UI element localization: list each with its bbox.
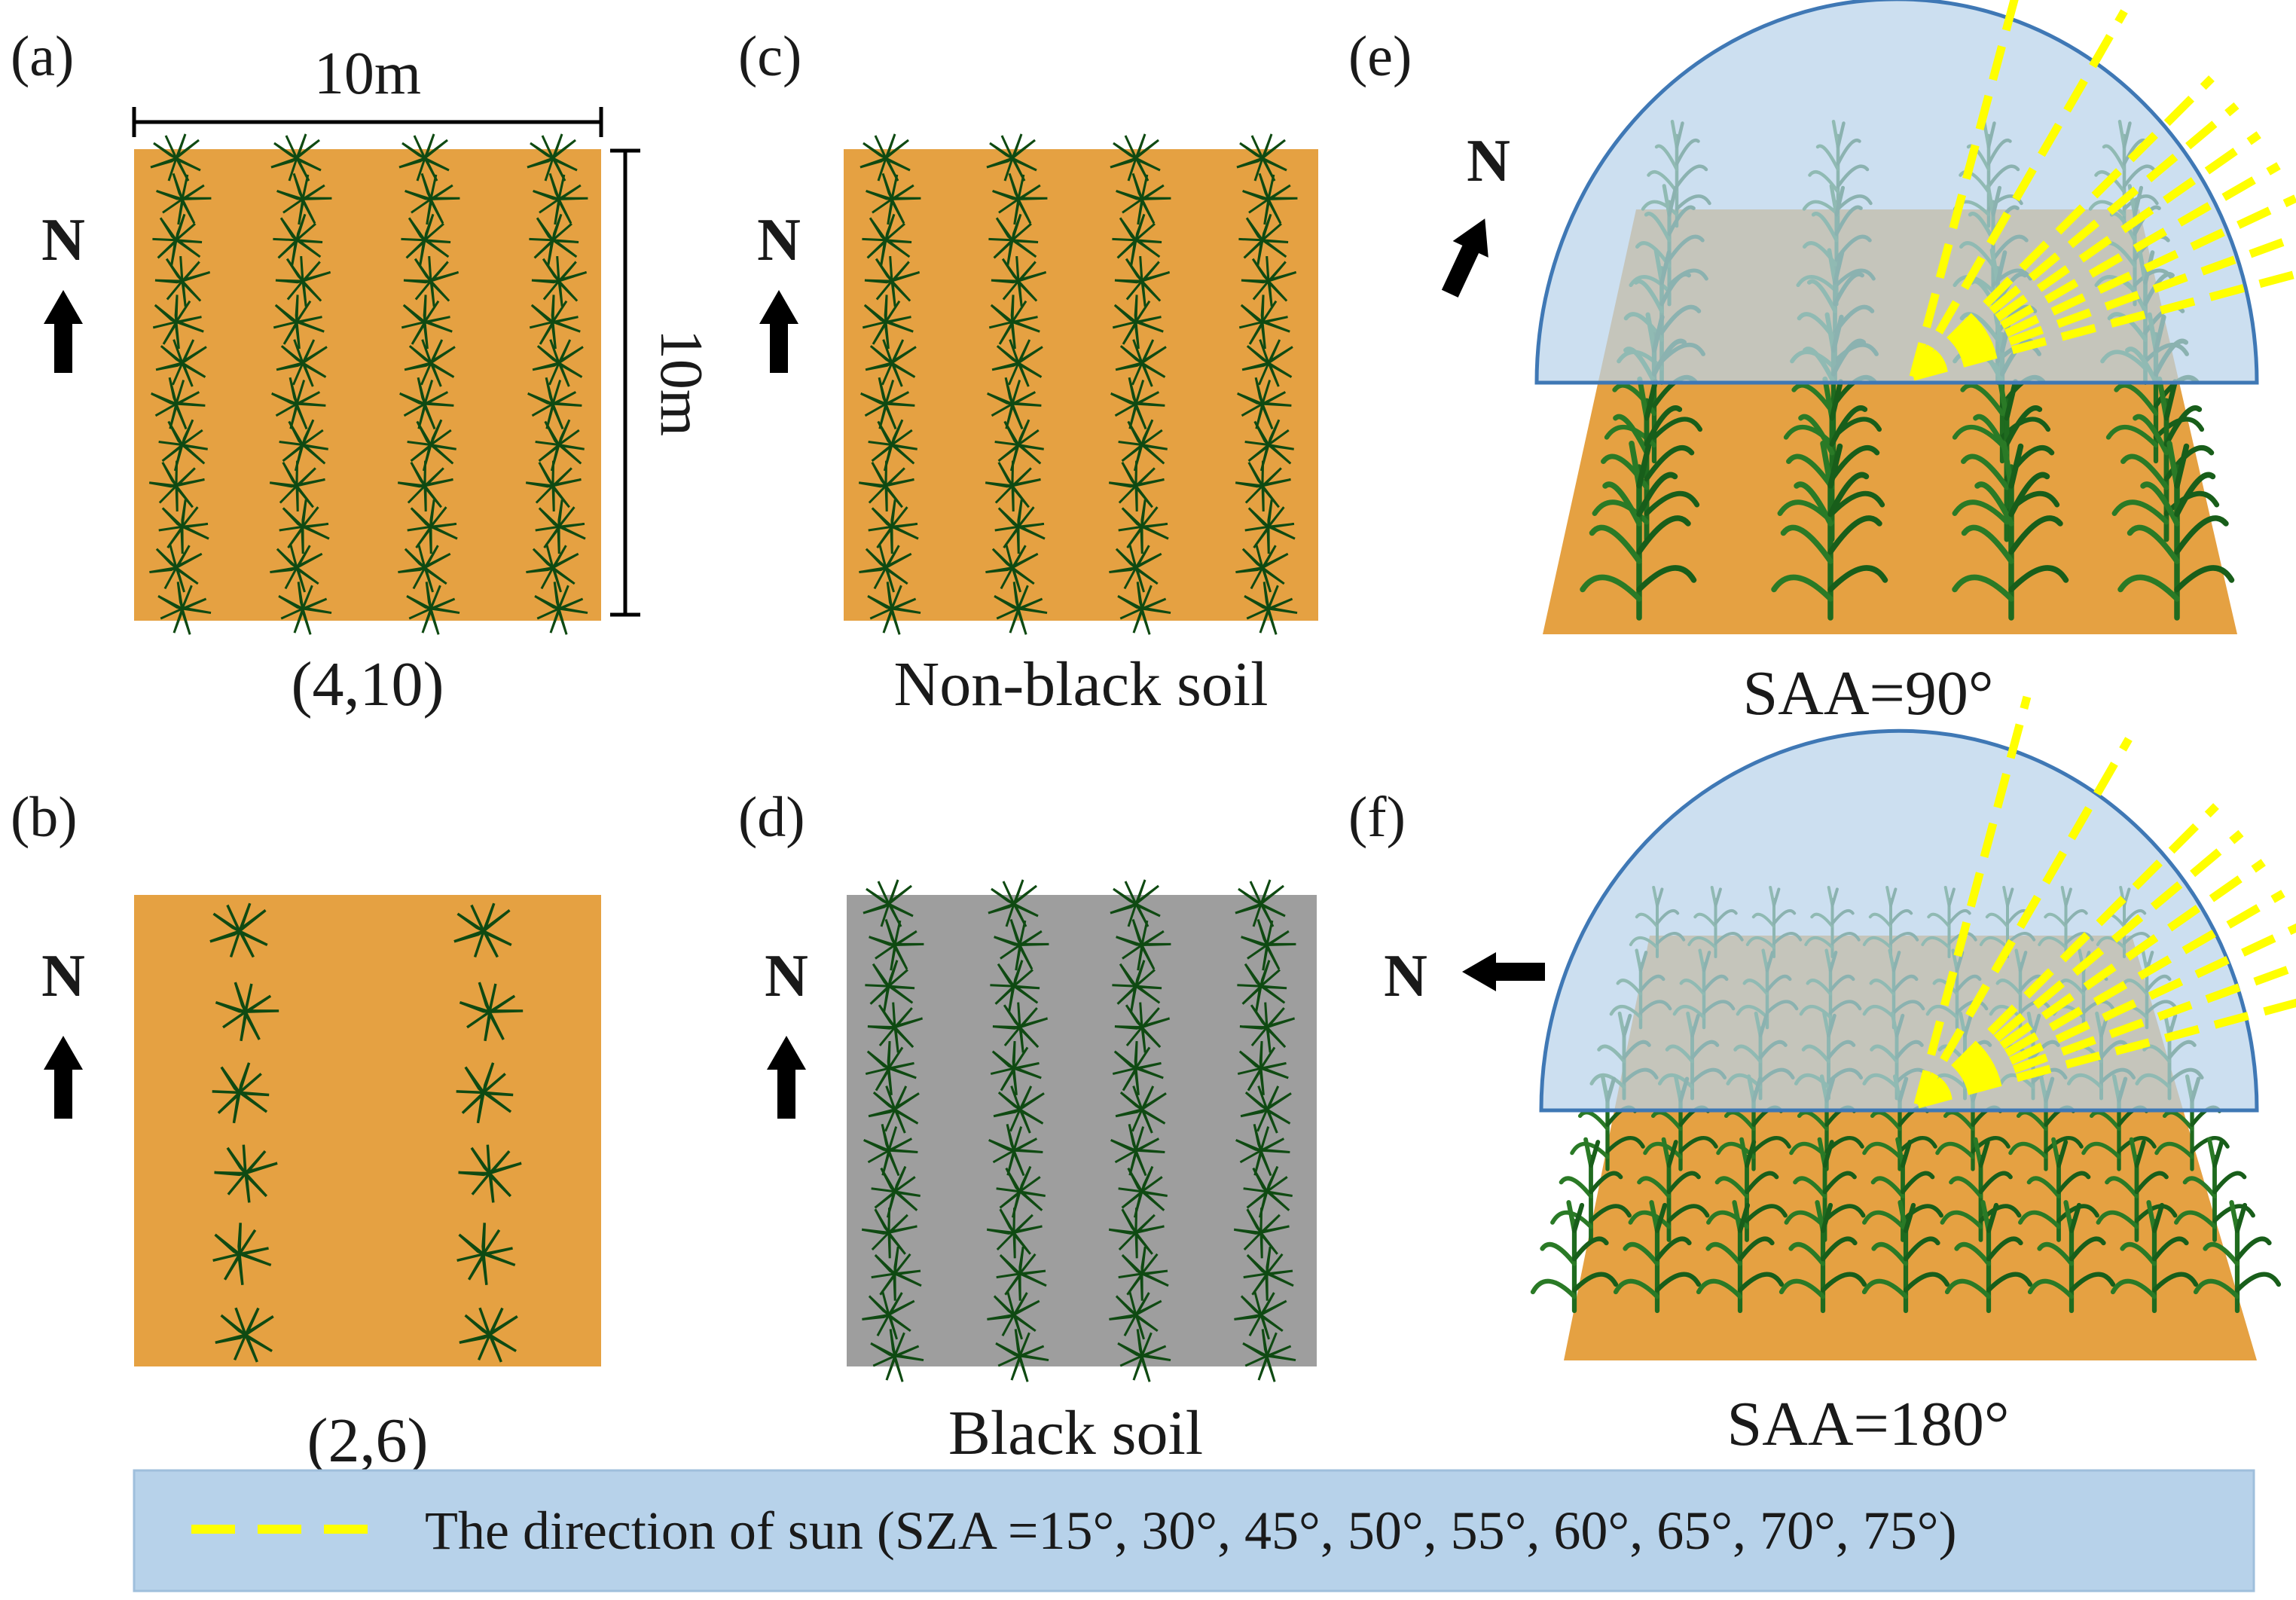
panel-c: (c) N Non-black soil xyxy=(738,25,1318,719)
arrow-up-icon xyxy=(767,1036,806,1119)
panel-d: (d) N Black soil xyxy=(738,786,1317,1468)
sun-ray-line xyxy=(1910,75,2215,380)
arrow-up-icon xyxy=(1432,210,1503,302)
north-arrow: N xyxy=(41,207,85,373)
panel-e: (e) N SAA=90° xyxy=(1348,0,2296,728)
sun-ray-line xyxy=(1915,803,2219,1107)
arrow-up-icon xyxy=(759,290,798,373)
height-label: 10m xyxy=(648,329,714,436)
svg-text:N: N xyxy=(41,207,85,273)
panel-e-caption: SAA=90° xyxy=(1742,658,1993,728)
panel-b-caption: (2,6) xyxy=(307,1406,429,1476)
soil-plot-non-black xyxy=(844,149,1318,621)
sun-ray-line xyxy=(1910,102,2240,380)
sun-rays xyxy=(1909,0,2296,381)
legend: The direction of sun (SZA =15°, 30°, 45°… xyxy=(133,1469,2255,1592)
legend-box xyxy=(133,1469,2255,1592)
sun-ray-line xyxy=(1914,737,2133,1107)
sun-ray-line xyxy=(1912,233,2296,381)
panel-d-caption: Black soil xyxy=(948,1398,1203,1468)
panel-c-caption: Non-black soil xyxy=(894,649,1269,719)
sun-ray-line xyxy=(1913,695,2032,1106)
svg-text:N: N xyxy=(1384,943,1427,1009)
panel-f-letter: (f) xyxy=(1348,786,1406,849)
panel-f-caption: SAA=180° xyxy=(1727,1389,2009,1459)
soil-plot xyxy=(134,149,601,621)
sun-rays xyxy=(1913,695,2296,1109)
legend-text: The direction of sun (SZA =15°, 30°, 45°… xyxy=(425,1501,1957,1561)
panel-a-letter: (a) xyxy=(11,25,74,88)
width-dimension: 10m xyxy=(132,41,603,137)
panel-e-letter: (e) xyxy=(1348,25,1412,88)
soil-plot-black xyxy=(847,895,1317,1366)
panel-a: (a) 10m 10m N (4,10) xyxy=(11,25,714,719)
panel-b-letter: (b) xyxy=(11,786,78,849)
panel-c-letter: (c) xyxy=(738,25,801,88)
north-arrow: N xyxy=(41,943,85,1119)
svg-text:N: N xyxy=(41,943,85,1009)
panel-f: (f) N SAA=180° xyxy=(1348,695,2296,1459)
sun-ray-line xyxy=(1910,9,2128,379)
panel-b: (b) N (2,6) xyxy=(11,786,601,1476)
panel-d-letter: (d) xyxy=(738,786,805,849)
svg-text:N: N xyxy=(1467,128,1510,194)
width-label: 10m xyxy=(314,41,421,107)
north-arrow: N xyxy=(1432,128,1510,302)
sun-ray-line xyxy=(1915,829,2244,1108)
arrow-up-icon xyxy=(44,290,83,373)
arrow-up-icon xyxy=(44,1036,83,1119)
sun-ray-line xyxy=(1909,0,2019,378)
north-arrow: N xyxy=(1384,943,1545,1009)
sky-dome xyxy=(1534,0,2259,385)
sun-ray-line xyxy=(1916,998,2296,1109)
north-arrow: N xyxy=(757,207,801,373)
svg-text:N: N xyxy=(765,943,808,1009)
sun-ray-line xyxy=(1916,962,2296,1109)
sun-ray-line xyxy=(1910,131,2261,380)
soil-plot xyxy=(134,895,601,1366)
panel-a-caption: (4,10) xyxy=(292,649,444,719)
arrow-left-icon xyxy=(1462,952,1545,991)
sun-ray-line xyxy=(1911,194,2296,380)
sun-ray-line xyxy=(1916,890,2285,1108)
svg-text:N: N xyxy=(757,207,801,273)
north-arrow: N xyxy=(765,943,808,1119)
sun-ray-line xyxy=(1911,162,2281,380)
height-dimension: 10m xyxy=(610,148,714,617)
sun-ray-line xyxy=(1912,270,2296,381)
sun-ray-line xyxy=(1916,923,2296,1108)
sun-ray-line xyxy=(1915,859,2266,1108)
sky-dome xyxy=(1539,728,2259,1113)
